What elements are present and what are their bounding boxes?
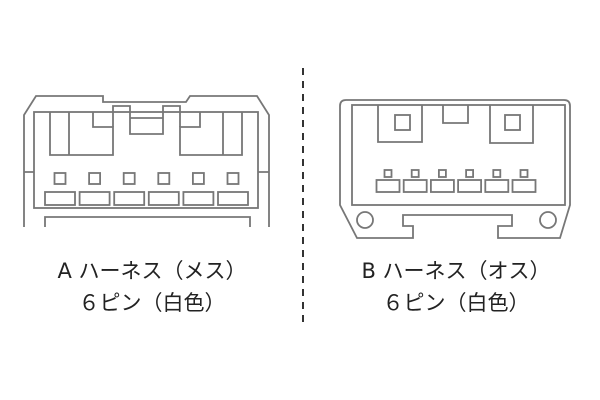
pin-a-contact	[122, 172, 136, 185]
connector-a-right-latch	[179, 112, 243, 156]
connector-b-right-square	[504, 114, 521, 131]
pin-a-slot	[78, 191, 111, 206]
connector-a-title: A ハーネス（メス）	[57, 259, 247, 283]
pin-b-contact	[437, 169, 447, 178]
connector-a-pins	[44, 172, 249, 206]
pin-b-slot	[511, 179, 537, 193]
connector-b-left-box	[377, 105, 423, 143]
connector-b-left-hole	[356, 211, 374, 229]
pin-b-contact	[383, 169, 393, 178]
connector-b-drawing	[339, 99, 571, 239]
pin-a-contact	[157, 172, 171, 185]
connector-a-subtitle: ６ピン（白色）	[78, 291, 226, 315]
pin-a-contact	[191, 172, 205, 185]
connector-a-drawing	[23, 95, 270, 227]
pin-a-slot	[113, 191, 146, 206]
pin-b-contact	[492, 169, 502, 178]
pin-a-contact	[226, 172, 240, 185]
pin-b-slot	[402, 179, 428, 193]
connector-b-title: B ハーネス（オス）	[361, 259, 551, 283]
connector-b-right-box	[489, 105, 534, 144]
pin-b-slot	[457, 179, 483, 193]
connector-a-center-key	[112, 105, 181, 135]
pin-a-slot	[44, 191, 76, 206]
pin-a-contact	[53, 172, 67, 185]
connector-b-left-square	[394, 114, 411, 131]
connector-b-label: B ハーネス（オス） ６ピン（白色）	[306, 255, 600, 319]
pin-b-contact	[410, 169, 420, 178]
connector-b-outline	[339, 99, 571, 239]
pin-a-slot	[182, 191, 215, 206]
pin-b-slot	[375, 179, 401, 193]
connector-a-inner	[33, 111, 259, 209]
pin-a-slot	[147, 191, 180, 206]
connector-b-subtitle: ６ピン（白色）	[382, 291, 530, 315]
connector-b-right-hole	[539, 211, 557, 229]
pin-a-slot	[217, 191, 249, 206]
connector-b-inner	[351, 104, 566, 206]
pin-b-contact	[465, 169, 475, 178]
pin-b-slot	[484, 179, 510, 193]
connector-a-bottom-bar	[44, 216, 251, 227]
connector-a-label: A ハーネス（メス） ６ピン（白色）	[2, 255, 302, 319]
pin-a-contact	[88, 172, 101, 185]
connector-a-left-latch	[49, 112, 114, 156]
pin-b-slot	[429, 179, 455, 193]
connector-a-outline	[23, 95, 270, 227]
connector-b-center-notch	[442, 105, 469, 124]
connector-b-pins	[375, 169, 537, 193]
pin-b-contact	[519, 169, 529, 178]
